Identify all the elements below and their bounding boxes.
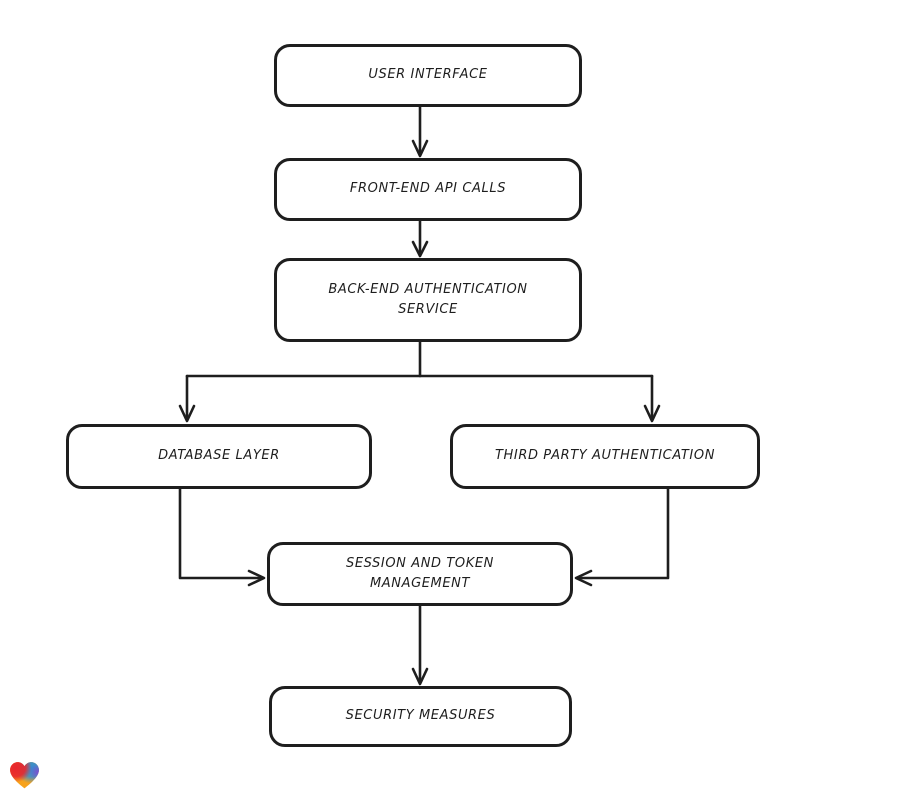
node-database-layer-label: DATABASE LAYER <box>158 448 280 464</box>
edge-third-party-to-session <box>574 487 670 587</box>
edge-back-end-branch <box>178 340 661 423</box>
edge-user-interface-to-front-end <box>411 105 429 158</box>
node-front-end-api-calls: FRONT-END API CALLS <box>274 158 582 221</box>
heart-logo-icon <box>8 760 41 791</box>
edge-front-end-to-back-end <box>411 219 429 258</box>
node-third-party-authentication-label: THIRD PARTY AUTHENTICATION <box>494 448 716 464</box>
node-front-end-api-calls-label: FRONT-END API CALLS <box>349 181 507 197</box>
node-user-interface-label: USER INTERFACE <box>368 67 488 83</box>
node-back-end-authentication-service-label: BACK-END AUTHENTICATION SERVICE <box>328 281 528 317</box>
edge-database-to-session <box>178 487 266 587</box>
node-user-interface: USER INTERFACE <box>274 44 582 107</box>
node-database-layer: DATABASE LAYER <box>66 424 372 489</box>
node-third-party-authentication: THIRD PARTY AUTHENTICATION <box>450 424 760 489</box>
node-session-and-token-management: SESSION AND TOKEN MANAGEMENT <box>267 542 573 606</box>
node-session-and-token-management-label: SESSION AND TOKEN MANAGEMENT <box>345 555 495 591</box>
node-security-measures-label: SECURITY MEASURES <box>345 708 496 724</box>
node-back-end-authentication-service: BACK-END AUTHENTICATION SERVICE <box>274 258 582 342</box>
edge-session-to-security <box>411 604 429 686</box>
node-security-measures: SECURITY MEASURES <box>269 686 572 747</box>
